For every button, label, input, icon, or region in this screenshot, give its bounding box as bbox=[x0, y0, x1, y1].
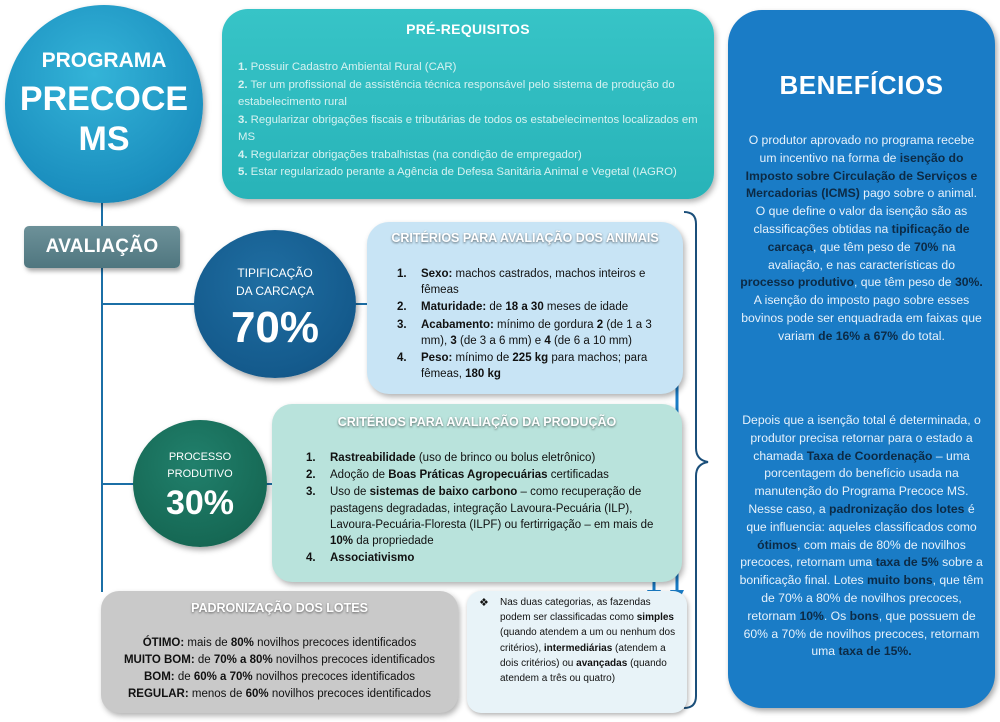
criterio-animal-item: 1.Sexo: machos castrados, machos inteiro… bbox=[397, 268, 646, 297]
criterio-producao-item: 3.Uso de sistemas de baixo carbono – com… bbox=[306, 486, 654, 548]
criterio-animal-item: 2.Maturidade: de 18 a 30 meses de idade bbox=[397, 301, 629, 314]
criterio-producao-item: 1.Rastreabilidade (uso de brinco ou bolu… bbox=[306, 452, 596, 464]
padronizacao-title: PADRONIZAÇÃO DOS LOTES bbox=[191, 601, 368, 615]
criterio-animal-item: 3.Acabamento: mínimo de gordura 2 (de 1 … bbox=[397, 318, 652, 347]
beneficios-box: BENEFÍCIOS O produtor aprovado no progra… bbox=[728, 10, 995, 708]
pre-requisitos-title: PRÉ-REQUISITOS bbox=[406, 21, 530, 37]
pre-requisito-item: 2. Ter um profissional de assistência té… bbox=[238, 78, 675, 109]
diamond-bullet-icon: ❖ bbox=[479, 597, 489, 609]
beneficios-title: BENEFÍCIOS bbox=[779, 70, 944, 100]
criterios-producao-title: CRITÉRIOS PARA AVALIAÇÃO DA PRODUÇÃO bbox=[337, 415, 617, 429]
criterio-producao-item: 4.Associativismo bbox=[306, 552, 415, 565]
bracket-shape bbox=[683, 211, 709, 709]
avaliacao-label: AVALIAÇÃO bbox=[24, 226, 180, 268]
processo-circle: PROCESSO PRODUTIVO 30% bbox=[133, 420, 267, 547]
programa-line2: PRECOCE bbox=[19, 80, 189, 118]
pre-requisitos-box: PRÉ-REQUISITOS 1. Possuir Cadastro Ambie… bbox=[222, 9, 714, 199]
beneficios-paragraph-2: Depois que a isenção total é determinada… bbox=[739, 413, 984, 659]
padronizacao-row: ÓTIMO: mais de 80% novilhos precoces ide… bbox=[142, 637, 417, 649]
criterios-animais-list: 1.Sexo: machos castrados, machos inteiro… bbox=[397, 266, 669, 383]
programa-line1: PROGRAMA bbox=[41, 49, 167, 72]
tipificacao-circle: TIPIFICAÇÃO DA CARCAÇA 70% bbox=[194, 230, 356, 378]
criterio-animal-item: 4.Peso: mínimo de 225 kg para machos; pa… bbox=[397, 352, 648, 381]
tipificacao-line2: DA CARCAÇA bbox=[235, 284, 315, 298]
nota-box: ❖ Nas duas categorias, as fazendas podem… bbox=[467, 591, 687, 713]
beneficios-paragraph-1: O produtor aprovado no programa recebe u… bbox=[740, 133, 983, 343]
padronizacao-row: REGULAR: menos de 60% novilhos precoces … bbox=[127, 688, 431, 700]
padronizacao-row: MUITO BOM: de 70% a 80% novilhos precoce… bbox=[123, 654, 436, 666]
padronizacao-rows: ÓTIMO: mais de 80% novilhos precoces ide… bbox=[101, 635, 458, 703]
pre-requisito-item: 5. Estar regularizado perante a Agência … bbox=[238, 166, 677, 178]
padronizacao-box: PADRONIZAÇÃO DOS LOTES ÓTIMO: mais de 80… bbox=[101, 591, 458, 713]
processo-line2: PRODUTIVO bbox=[167, 467, 233, 480]
pre-requisito-item: 4. Regularizar obrigações trabalhistas (… bbox=[238, 148, 582, 161]
processo-line1: PROCESSO bbox=[168, 450, 232, 463]
connector-tip-to-animais bbox=[354, 303, 369, 305]
programa-circle: PROGRAMA PRECOCE MS bbox=[5, 5, 203, 203]
processo-percentage: 30% bbox=[165, 483, 235, 522]
programa-line3: MS bbox=[78, 120, 130, 158]
tipificacao-percentage: 70% bbox=[230, 303, 320, 352]
connector-to-processo bbox=[101, 483, 135, 485]
connector-to-tipificacao bbox=[101, 303, 196, 305]
criterios-animais-title: CRITÉRIOS PARA AVALIAÇÃO DOS ANIMAIS bbox=[391, 231, 659, 245]
criterios-producao-box: CRITÉRIOS PARA AVALIAÇÃO DA PRODUÇÃO 1.R… bbox=[272, 404, 682, 582]
criterios-producao-list: 1.Rastreabilidade (uso de brinco ou bolu… bbox=[306, 450, 668, 567]
connector-vertical-main bbox=[101, 200, 103, 592]
connector-proc-to-producao bbox=[265, 483, 274, 485]
nota-text: Nas duas categorias, as fazendas podem s… bbox=[500, 597, 676, 685]
criterios-animais-box: CRITÉRIOS PARA AVALIAÇÃO DOS ANIMAIS 1.S… bbox=[367, 222, 683, 394]
pre-requisito-item: 1. Possuir Cadastro Ambiental Rural (CAR… bbox=[238, 61, 457, 73]
pre-requisito-item: 3. Regularizar obrigações fiscais e trib… bbox=[238, 113, 698, 144]
criterio-producao-item: 2.Adoção de Boas Práticas Agropecuárias … bbox=[306, 469, 609, 482]
padronizacao-row: BOM: de 60% a 70% novilhos precoces iden… bbox=[143, 671, 416, 683]
pre-requisitos-list: 1. Possuir Cadastro Ambiental Rural (CAR… bbox=[238, 59, 708, 182]
tipificacao-line1: TIPIFICAÇÃO bbox=[237, 266, 313, 280]
